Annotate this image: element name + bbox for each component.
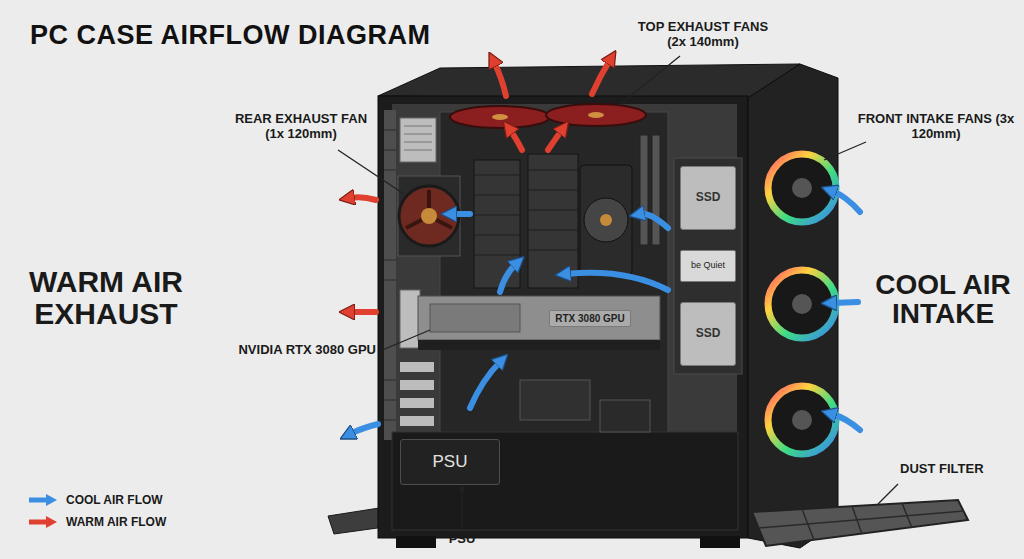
legend-text: COOL AIR FLOW [66, 493, 163, 507]
ssd-drive: SSD [680, 166, 736, 230]
callout-label: DUST FILTER [900, 462, 1010, 477]
section-heading: WARM AIR EXHAUST [18, 266, 194, 329]
callout-label: FRONT INTAKE FANS (3x 120mm) [856, 112, 1016, 142]
ssd-drive-text: SSD [696, 191, 721, 204]
legend-arrow-swatch [28, 515, 58, 529]
diagram-title: PC CASE AIRFLOW DIAGRAM [30, 20, 430, 51]
brand-plate-text: be Quiet [691, 261, 725, 271]
gpu-shroud-label-text: RTX 3080 GPU [555, 313, 624, 324]
legend-text: WARM AIR FLOW [66, 515, 166, 529]
brand-plate: be Quiet [680, 250, 736, 282]
ssd-drive-text: SSD [696, 327, 721, 340]
psu-shroud [392, 400, 738, 530]
front-panel [748, 64, 838, 548]
slot-covers [400, 362, 590, 426]
legend-arrow-swatch [28, 493, 58, 507]
callout-label: NVIDIA RTX 3080 GPU [200, 343, 376, 358]
gpu-card [400, 290, 660, 350]
warm-airflow-arrows [350, 60, 610, 312]
psu-box: PSU [400, 439, 500, 485]
case-feet [396, 536, 740, 548]
callout-label: REAR EXHAUST FAN (1x 120mm) [226, 112, 376, 142]
drive-bay [674, 158, 742, 374]
case-body [378, 64, 800, 538]
psu-box-text: PSU [433, 453, 468, 472]
dust-filter [752, 500, 968, 546]
ssd-drive: SSD [680, 302, 736, 366]
section-heading: COOL AIR INTAKE [868, 270, 1018, 329]
cool-airflow-arrows [350, 191, 860, 434]
top-exhaust-fans [450, 104, 646, 128]
cpu-cooler [474, 154, 632, 288]
legend-row: COOL AIR FLOW [28, 492, 163, 508]
callout-label: TOP EXHAUST FANS (2x 140mm) [628, 20, 778, 50]
ram-sticks [640, 135, 660, 245]
gpu-shroud-label: RTX 3080 GPU [549, 310, 630, 327]
callout-label: PSU [436, 532, 488, 547]
legend-row: WARM AIR FLOW [28, 514, 166, 530]
leader-lines [338, 56, 898, 528]
